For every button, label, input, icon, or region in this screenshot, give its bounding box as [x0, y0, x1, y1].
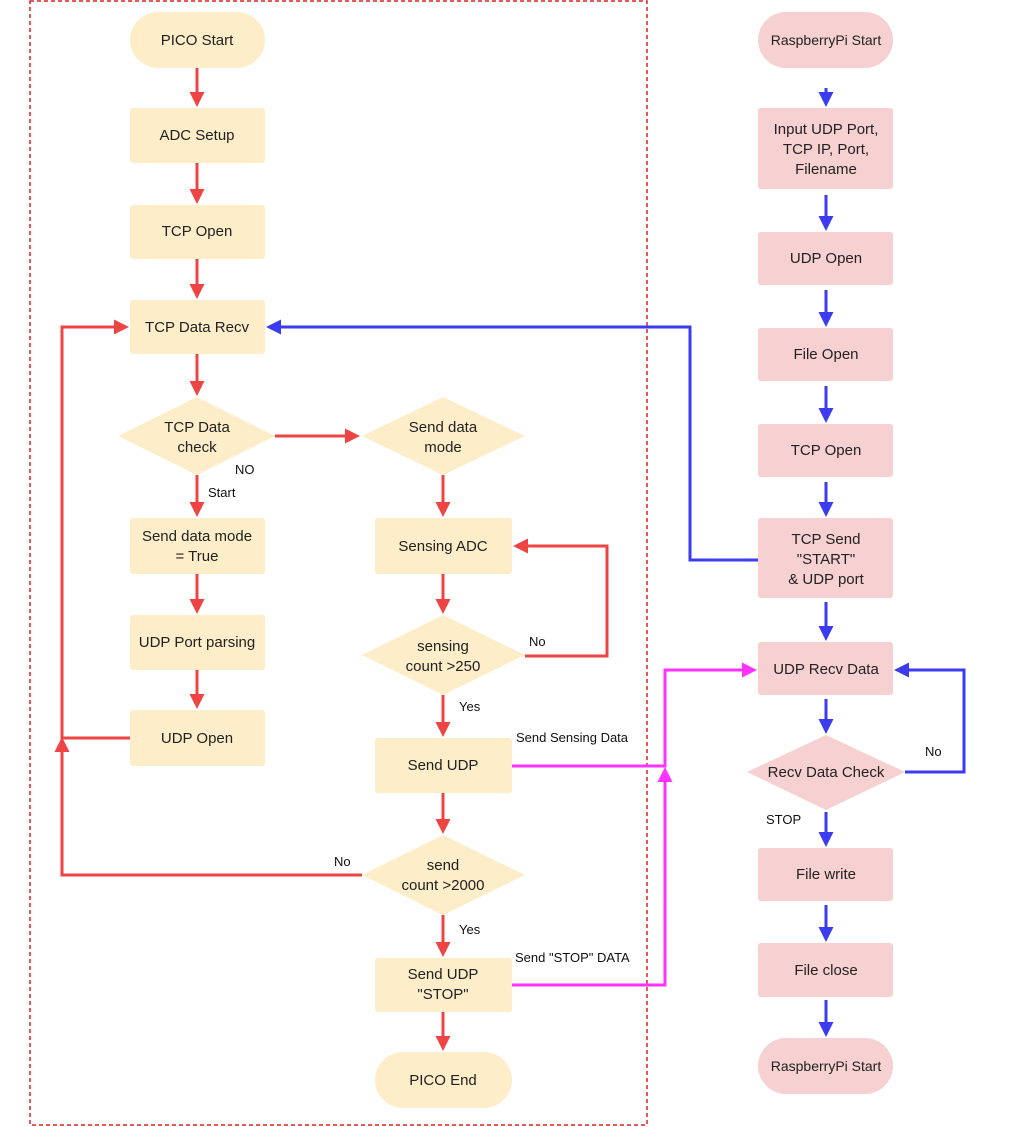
sensing-count-line1: sensing — [417, 638, 469, 655]
send-data-mode-true-line1: Send data mode — [142, 528, 252, 545]
pi-end-node: RaspberryPi Start — [758, 1038, 893, 1094]
sensing-count-line2: count >250 — [406, 658, 481, 675]
pi-tcp-send-line2: "START" — [797, 551, 855, 568]
pi-udp-open-node: UDP Open — [758, 232, 893, 285]
send-data-mode-line1: Send data — [409, 419, 478, 436]
send-udp-stop-line1: Send UDP — [408, 966, 479, 983]
pico-udp-open-label: UDP Open — [161, 730, 233, 747]
label-yes-send: Yes — [459, 922, 481, 937]
pi-recv-check-label: Recv Data Check — [768, 764, 885, 781]
pi-udp-recv-node: UDP Recv Data — [758, 642, 893, 695]
pi-tcp-send-line3: & UDP port — [788, 571, 864, 588]
tcp-data-recv-label: TCP Data Recv — [145, 319, 249, 336]
send-data-mode-true-line2: = True — [176, 548, 219, 565]
send-data-mode-line2: mode — [424, 439, 462, 456]
pi-start-label: RaspberryPi Start — [771, 32, 882, 48]
arrow-udpopen-loop-to-recv — [60, 319, 130, 740]
pico-tcp-open-node: TCP Open — [130, 205, 265, 259]
send-udp-label: Send UDP — [408, 757, 479, 774]
tcp-data-check-line2: check — [177, 439, 217, 456]
label-stop-recv: STOP — [766, 812, 801, 827]
pi-tcp-send-line1: TCP Send — [792, 531, 861, 548]
pi-file-write-node: File write — [758, 848, 893, 901]
pico-end-label: PICO End — [409, 1072, 477, 1089]
pi-tcp-open-label: TCP Open — [791, 442, 862, 459]
pico-start-label: PICO Start — [161, 32, 234, 49]
send-udp-stop-node: Send UDP "STOP" — [375, 958, 512, 1012]
pi-udp-open-label: UDP Open — [790, 250, 862, 267]
pi-input-line2: TCP IP, Port, — [783, 141, 869, 158]
label-send-sensing-data: Send Sensing Data — [516, 730, 629, 745]
pi-tcp-send-node: TCP Send "START" & UDP port — [758, 518, 893, 598]
label-no-tcp-check: NO — [235, 462, 255, 477]
pico-end-node: PICO End — [375, 1052, 512, 1108]
send-count-decision: send count >2000 — [362, 835, 525, 915]
tcp-data-recv-node: TCP Data Recv — [130, 300, 265, 354]
pi-input-line1: Input UDP Port, — [774, 121, 879, 138]
udp-port-parsing-label: UDP Port parsing — [139, 634, 255, 651]
arrow-udp-sensing-data — [512, 662, 757, 768]
arrow-sendcount-no-loop — [54, 737, 362, 877]
arrow-pi-check-no-loop — [894, 662, 966, 774]
pi-file-open-label: File Open — [793, 346, 858, 363]
tcp-data-check-decision: TCP Data check — [118, 397, 275, 475]
pi-tcp-open-node: TCP Open — [758, 424, 893, 477]
arrow-udp-stop-data — [512, 767, 673, 987]
pi-recv-check-decision: Recv Data Check — [747, 735, 905, 810]
send-udp-node: Send UDP — [375, 738, 512, 793]
adc-setup-label: ADC Setup — [159, 127, 234, 144]
pi-file-close-label: File close — [794, 962, 857, 979]
pico-udp-open-node: UDP Open — [130, 710, 265, 766]
sensing-adc-node: Sensing ADC — [375, 518, 512, 574]
sensing-adc-label: Sensing ADC — [398, 538, 487, 555]
send-udp-stop-line2: "STOP" — [417, 986, 468, 1003]
pi-end-label: RaspberryPi Start — [771, 1058, 882, 1074]
pi-udp-recv-label: UDP Recv Data — [773, 661, 879, 678]
adc-setup-node: ADC Setup — [130, 108, 265, 163]
pico-boundary — [29, 0, 648, 1126]
send-count-line2: count >2000 — [402, 877, 485, 894]
pi-file-write-label: File write — [796, 866, 856, 883]
pi-input-node: Input UDP Port, TCP IP, Port, Filename — [758, 108, 893, 189]
pi-file-open-node: File Open — [758, 328, 893, 381]
pi-file-close-node: File close — [758, 943, 893, 997]
label-no-recv: No — [925, 744, 942, 759]
label-no-send: No — [334, 854, 351, 869]
pi-input-line3: Filename — [795, 161, 857, 178]
tcp-data-check-line1: TCP Data — [164, 419, 230, 436]
send-data-mode-decision: Send data mode — [362, 397, 525, 475]
pico-start-node: PICO Start — [130, 12, 265, 68]
pico-tcp-open-label: TCP Open — [162, 223, 233, 240]
label-send-stop-data: Send "STOP" DATA — [515, 950, 630, 965]
pi-start-node: RaspberryPi Start — [758, 12, 893, 68]
sensing-count-decision: sensing count >250 — [362, 615, 525, 695]
label-start: Start — [208, 485, 236, 500]
udp-port-parsing-node: UDP Port parsing — [130, 615, 265, 670]
arrow-tcp-send-start-to-pico — [266, 319, 758, 562]
send-data-mode-true-node: Send data mode = True — [130, 518, 265, 574]
label-yes-sensing: Yes — [459, 699, 481, 714]
arrow-count-no-loop — [513, 538, 609, 658]
send-count-line1: send — [427, 857, 460, 874]
label-no-sensing: No — [529, 634, 546, 649]
